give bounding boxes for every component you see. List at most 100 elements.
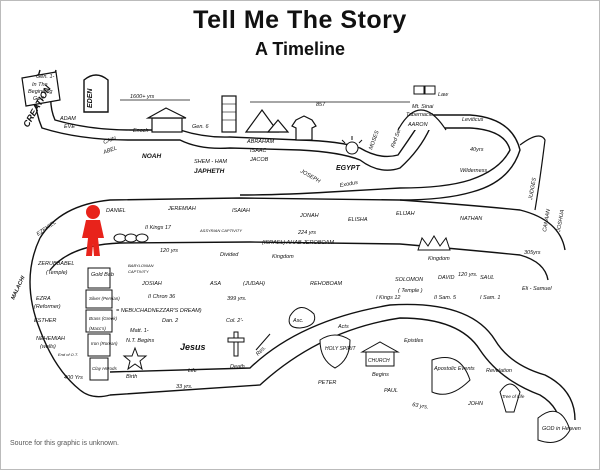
daniel-label: DANIEL [106,208,126,214]
kingdom2-label: Kingdom [428,256,450,262]
red-figure-marker [82,205,104,256]
aaron-label: AARON [407,122,428,128]
eden-label: EDEN [87,88,94,108]
ribbon-top [34,69,521,201]
tabernacle-label: Tabernacle [406,112,433,118]
nt-begins-label: N.T. Begins [126,338,154,344]
nt-items: Matt. 1- N.T. Begins Birth Jesus Life Co… [122,307,581,443]
malachi-label: MALACHI [10,275,26,301]
abraham-label: ABRAHAM [246,139,275,145]
jonah-label: JONAH [299,213,319,219]
iron-roman-label: Iron (Roman) [91,341,118,346]
egypt-label: EGYPT [336,165,360,172]
law-label: Law [438,92,449,98]
page-title: Tell Me The Story [193,6,407,34]
yrs120b-label: 120 yrs. [458,272,478,278]
ii-sam-5-label: II Sam. 5 [434,295,457,301]
n857-label: 857 [316,102,326,108]
isaiah-label: ISAIAH [232,208,250,214]
life-label: Life [188,368,197,374]
japheth-label: JAPHETH [194,168,225,175]
tree-of-life-label: Tree of Life [502,394,525,399]
noah-label: NOAH [142,153,161,160]
holy-spirit-label: HOLY SPIRIT [325,346,357,352]
yrs305-label: 305yrs [524,250,541,256]
ezekiel-label: EZEKIEL [36,220,58,238]
death-label: Death [230,364,245,370]
exodus-label: Exodus [339,180,358,189]
shem-ham-label: SHEM - HAM [194,159,227,165]
solomon-label: SOLOMON [395,277,423,283]
res-label: Res. [255,345,267,357]
zerubbabel-label: ZERUBBABEL [37,261,74,267]
tower-icon [221,95,237,133]
adam-label: ADAM [59,116,76,122]
kingdom-row: II Kings 17 ASSYRIAN CAPTIVITY 224 yrs (… [113,225,478,278]
yrs224-label: 224 yrs [297,230,316,236]
begins-label: Begins [372,372,389,378]
yrs33-label: 33 yrs. [176,384,193,390]
walls-label: (walls) [40,344,56,350]
i-sam-1-label: I Sam. 1 [480,295,500,301]
star-icon [122,346,148,371]
enoch-label: Enoch [133,128,149,134]
brass-greek-label: Brass (Greek) [89,316,118,321]
nebuchadnezzar-label: = NEBUCHADNEZZAR'S DREAM) [116,308,202,314]
jesus-label: Jesus [180,342,206,352]
josiah-label: JOSIAH [141,281,162,287]
revelation-label: Revelation [486,368,512,374]
holy-spirit-shape [319,334,351,369]
wilderness-label: Wilderness [460,168,487,174]
judah-row: MALACHI ZERUBBABEL (Temple) BABYLONIAN C… [10,261,552,302]
rehoboam-label: REHOBOAM [310,281,343,287]
nathan-label: NATHAN [460,216,482,222]
yrs399-label: 399 yrs. [227,296,247,302]
apostolic-events-label: Apostolic Events [433,366,475,372]
reformer-label: (Reformer) [34,304,61,310]
canaan-label: CANAAN [542,209,552,233]
mt-sinai-label: Mt. Sinai [412,104,434,110]
source-note: Source for this graphic is unknown. [10,440,119,447]
god-in-heaven-label: GOD in Heaven [542,426,581,432]
yrs120a-label: 120 yrs [160,248,178,254]
clay-herods-label: Clay Herods [92,366,118,371]
judah-label: (JUDAH) [243,281,265,287]
birth-label: Birth [126,374,137,380]
asa-label: ASA [209,281,221,287]
matt1-label: Matt. 1- [130,328,149,334]
kingdom-label: Kingdom [272,254,294,260]
ark-icon [145,107,187,133]
god-label: God [33,96,44,102]
i-kings-12-label: I Kings 12 [376,295,400,301]
silver-persian-label: Silver (Persian) [89,296,120,301]
abel-label: ABEL [102,145,118,156]
col2-label: Col. 2'- [226,318,243,324]
yrs40-label: 40yrs [470,147,484,153]
captivity-label: CAPTIVITY [128,269,149,274]
elisha-label: ELISHA [348,217,368,223]
eden-gate: EDEN [83,74,109,113]
yrs1600-label: 1600+ yrs [130,94,155,100]
coat-icon [291,115,317,141]
saul-label: SAUL [480,275,494,281]
esther-label: ESTHER [34,318,56,324]
jeremiah-label: JEREMIAH [167,206,196,212]
nehemiah-label: NEHEMIAH [36,336,65,342]
joshua-label: JOSHUA [556,209,566,233]
exile-leaders: EZRA (Reformer) ESTHER NEHEMIAH (walls) … [34,296,202,381]
leviticus-label: Leviticus [462,117,484,123]
cain-label: CAIN [103,136,117,146]
babylonian-label: BABYLONIAN [128,263,154,268]
ii-kings-17-label: II Kings 17 [145,225,172,231]
tents-icon [244,108,290,133]
chains-icon [113,233,149,243]
maccs-label: (Macc's) [89,326,106,331]
ezra-label: EZRA [36,296,51,302]
moses-label: MOSES [368,130,381,151]
end-ot-label: End of O.T. [58,352,78,357]
judges-panel: JUDGES JOSHUA CANAAN 305yrs [519,135,566,256]
page-subtitle: A Timeline [254,39,346,59]
epistles-label: Epistles [404,338,424,344]
gen1-label: Gen. 1- [36,74,55,80]
